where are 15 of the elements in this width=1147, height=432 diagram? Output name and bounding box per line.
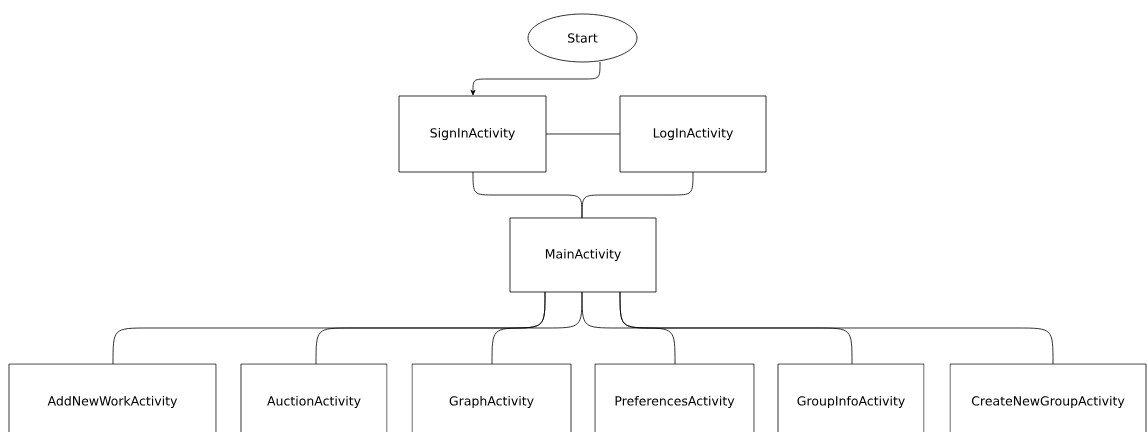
connector <box>581 171 694 219</box>
activity-box: GroupInfoActivity <box>777 363 925 432</box>
activity-box: PreferencesActivity <box>594 363 755 432</box>
activity-box: AuctionActivity <box>240 363 388 432</box>
connector <box>581 291 676 365</box>
connector <box>315 291 546 365</box>
connector <box>619 291 1054 365</box>
connector <box>545 133 621 135</box>
activity-box: GraphActivity <box>411 363 572 432</box>
activity-box: LogInActivity <box>619 95 767 173</box>
activity-box: MainActivity <box>509 217 657 293</box>
activity-box: CreateNewGroupActivity <box>949 363 1147 432</box>
connector <box>470 61 601 96</box>
activity-box: SignInActivity <box>398 95 547 173</box>
activity-box: AddNewWorkActivity <box>8 363 217 432</box>
